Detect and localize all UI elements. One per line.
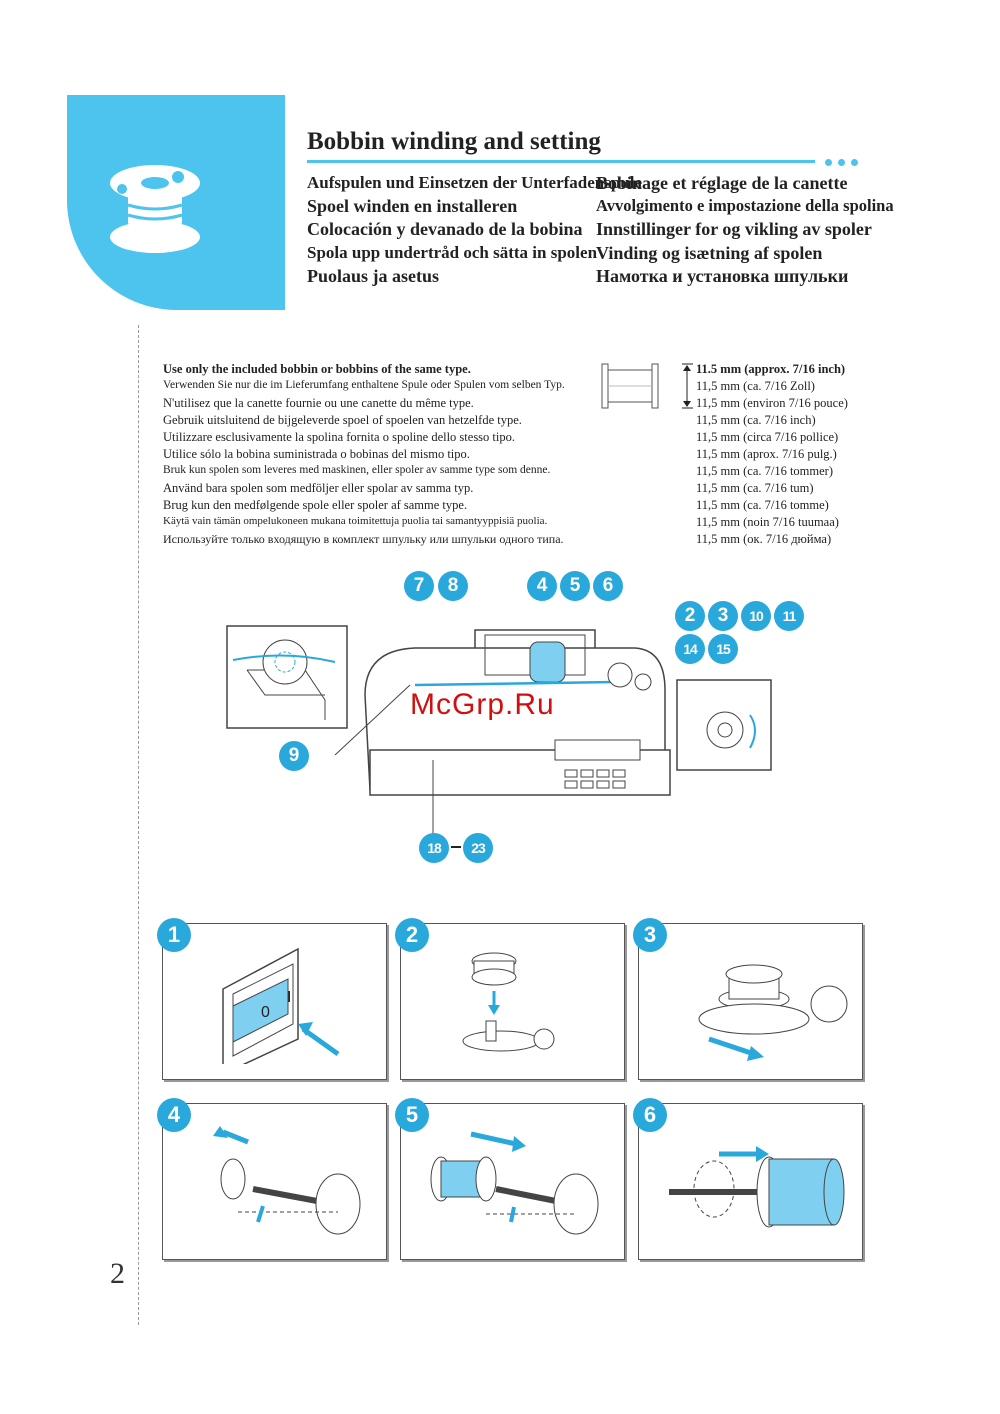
callout-badge: 8 <box>438 571 468 601</box>
title-dot <box>838 159 845 166</box>
step-panel-6: 6 <box>638 1103 863 1260</box>
callout-badge: 2 <box>675 601 705 631</box>
title-dot <box>825 159 832 166</box>
callout-badge: 5 <box>560 571 590 601</box>
spool-cap-attach-illustration <box>664 1134 854 1244</box>
switch-on-label: I <box>287 989 291 1007</box>
step-number: 3 <box>633 918 667 952</box>
step-panel-1: 1 0 I <box>162 923 387 1080</box>
callout-badge: 7 <box>404 571 434 601</box>
note-de: Verwenden Sie nur die im Lieferumfang en… <box>163 379 565 391</box>
note-nl: Gebruik uitsluitend de bijgeleverde spoe… <box>163 413 522 428</box>
step-number: 2 <box>395 918 429 952</box>
note-ru: Используйте только входящую в комплект ш… <box>163 532 564 547</box>
note-da: Brug kun den medfølgende spole eller spo… <box>163 498 467 513</box>
step-number: 6 <box>633 1098 667 1132</box>
bobbin-winder-illustration <box>679 949 859 1069</box>
bobbin-dimension-diagram <box>600 362 695 410</box>
switch-off-label: 0 <box>261 1004 270 1022</box>
subtitle-it: Avvolgimento e impostazione della spolin… <box>596 196 894 216</box>
measurement-no: 11,5 mm (ca. 7/16 tommer) <box>696 464 833 479</box>
subtitle-no: Innstillinger for og vikling av spoler <box>596 219 872 240</box>
measurement-es: 11,5 mm (aprox. 7/16 pulg.) <box>696 447 837 462</box>
subtitle-de: Aufspulen und Einsetzen der Unterfadensp… <box>307 173 642 193</box>
spool-cap-remove-illustration <box>208 1124 378 1254</box>
subtitle-ru: Намотка и установка шпульки <box>596 266 848 287</box>
watermark: McGrp.Ru <box>410 688 555 722</box>
callout-badge: 4 <box>527 571 557 601</box>
range-dash <box>451 846 461 848</box>
callout-badge: 3 <box>708 601 738 631</box>
bobbin-icon <box>100 155 210 265</box>
note-fi: Käytä vain tämän ompelukoneen mukana toi… <box>163 515 547 527</box>
measurement-it: 11,5 mm (circa 7/16 pollice) <box>696 430 838 445</box>
subtitle-fi: Puolaus ja asetus <box>307 266 439 287</box>
step-number: 5 <box>395 1098 429 1132</box>
subtitle-es: Colocación y devanado de la bobina <box>307 219 583 240</box>
measurement-fr: 11,5 mm (environ 7/16 pouce) <box>696 396 848 411</box>
page-number: 2 <box>110 1257 125 1291</box>
callout-badge: 10 <box>741 601 771 631</box>
measurement-sv: 11,5 mm (ca. 7/16 tum) <box>696 481 814 496</box>
thread-spool-placement-illustration <box>426 1119 616 1254</box>
title-dot <box>851 159 858 166</box>
measurement-nl: 11,5 mm (ca. 7/16 inch) <box>696 413 816 428</box>
note-sv: Använd bara spolen som medföljer eller s… <box>163 481 473 496</box>
note-fr: N'utilisez que la canette fournie ou une… <box>163 396 474 411</box>
bobbin-placement-illustration <box>456 949 576 1069</box>
subtitle-nl: Spoel winden en installeren <box>307 196 517 217</box>
page-title: Bobbin winding and setting <box>307 128 601 156</box>
callout-badge: 18 <box>419 833 449 863</box>
subtitle-sv: Spola upp undertråd och sätta in spolen <box>307 243 597 263</box>
callout-badge: 11 <box>774 601 804 631</box>
step-panel-2: 2 <box>400 923 625 1080</box>
note-es: Utilice sólo la bobina suministrada o bo… <box>163 447 470 462</box>
measurement-de: 11,5 mm (ca. 7/16 Zoll) <box>696 379 815 394</box>
step-number: 1 <box>157 918 191 952</box>
note-en: Use only the included bobbin or bobbins … <box>163 362 471 377</box>
step-number: 4 <box>157 1098 191 1132</box>
subtitle-fr: Bobinage et réglage de la canette <box>596 173 847 194</box>
note-no: Bruk kun spolen som leveres med maskinen… <box>163 464 550 476</box>
callout-badge: 6 <box>593 571 623 601</box>
step-panel-4: 4 <box>162 1103 387 1260</box>
note-it: Utilizzare esclusivamente la spolina for… <box>163 430 515 445</box>
measurement-en: 11.5 mm (approx. 7/16 inch) <box>696 362 845 377</box>
title-underline <box>307 160 815 163</box>
margin-guide <box>138 325 139 1325</box>
measurement-ru: 11,5 mm (ок. 7/16 дюйма) <box>696 532 831 547</box>
callout-badge: 15 <box>708 634 738 664</box>
measurement-da: 11,5 mm (ca. 7/16 tomme) <box>696 498 829 513</box>
callout-badge: 23 <box>463 833 493 863</box>
step-panel-5: 5 <box>400 1103 625 1260</box>
callout-badge: 14 <box>675 634 705 664</box>
measurement-fi: 11,5 mm (noin 7/16 tuumaa) <box>696 515 839 530</box>
subtitle-da: Vinding og isætning af spolen <box>596 243 822 264</box>
callout-badge: 9 <box>279 741 309 771</box>
step-panel-3: 3 <box>638 923 863 1080</box>
